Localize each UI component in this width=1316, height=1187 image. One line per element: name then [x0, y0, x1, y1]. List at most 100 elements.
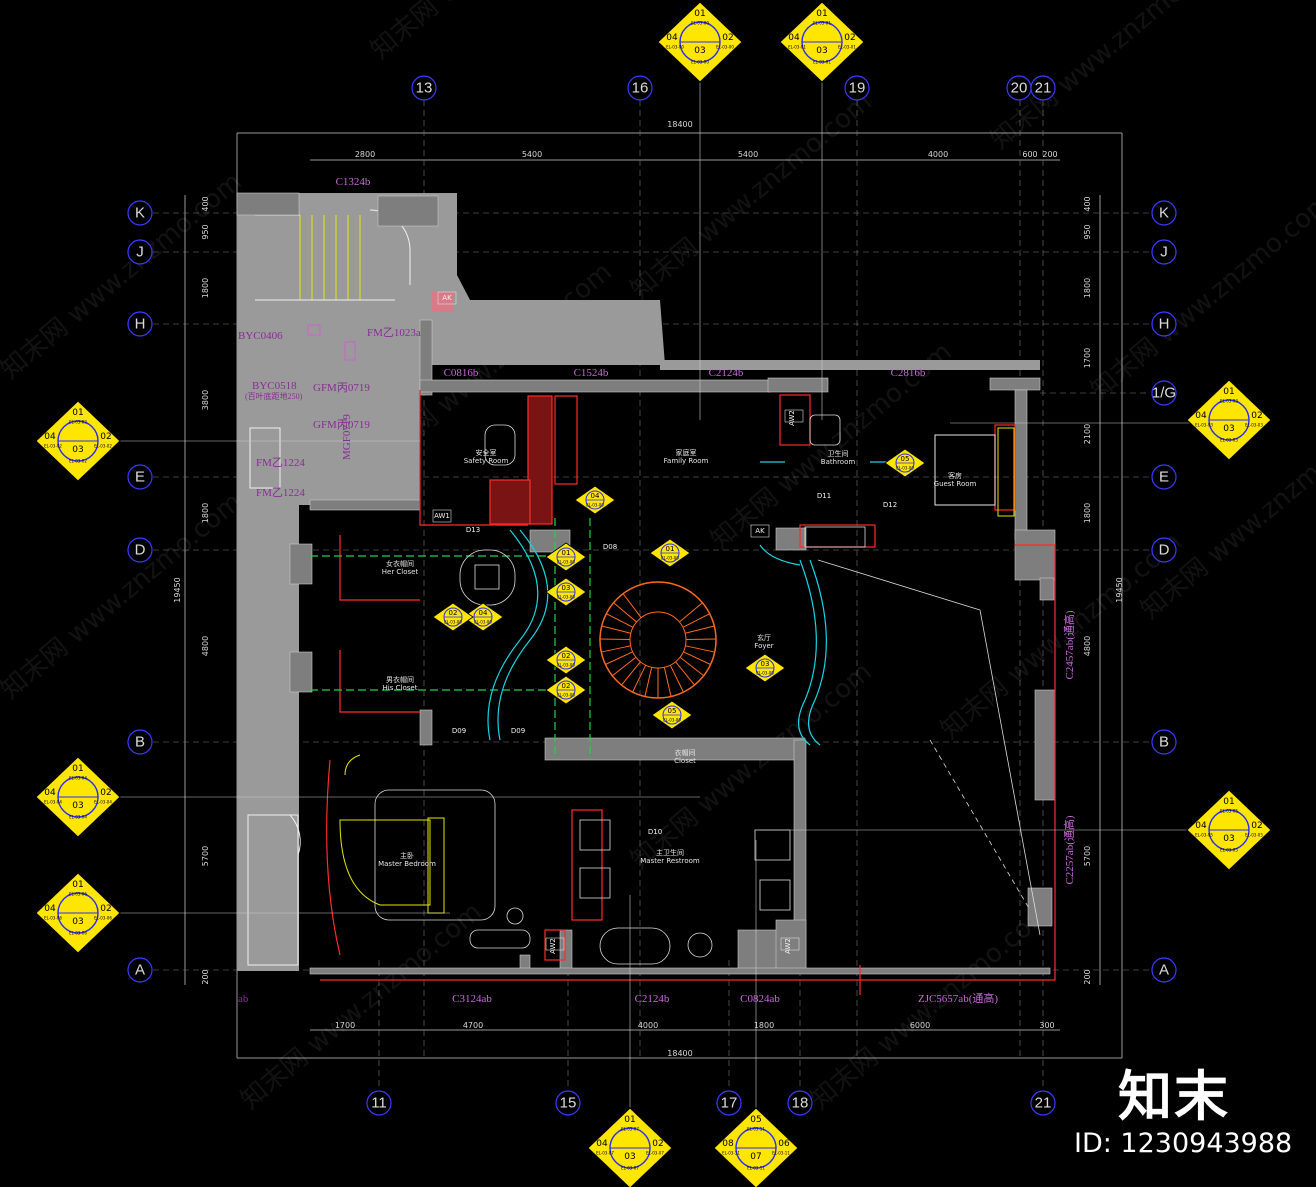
marker-num-left: 04: [596, 1139, 608, 1149]
inner-marker-code: EL-03-00: [586, 503, 604, 508]
dim-right: 2100: [1083, 424, 1092, 444]
dim-left: 5700: [201, 846, 210, 866]
marker-num-left: 04: [44, 432, 56, 442]
dim-top: 2800: [355, 150, 375, 159]
marker-code-left: EL-03-01: [788, 45, 806, 50]
dim-right: 400: [1083, 196, 1092, 211]
axis-right-1-G-label: 1/G: [1152, 385, 1176, 402]
dim-right-total: 19450: [1115, 577, 1124, 602]
axis-left-J-label: J: [136, 244, 144, 261]
axis-top-19: 19: [844, 75, 870, 101]
dim-bottom: 1800: [754, 1021, 774, 1030]
dim-top: 4000: [928, 150, 948, 159]
core-label-l3: (百叶底距地250): [245, 391, 303, 401]
axis-bottom-17: 17: [716, 1090, 742, 1116]
inner-marker-num: 05: [668, 707, 677, 715]
marker-code-left: EL-03-02: [44, 444, 62, 449]
dim-bottom: 6000: [910, 1021, 930, 1030]
dim-bottom: 4000: [638, 1021, 658, 1030]
marker-code-top: EL-03-00: [691, 21, 709, 26]
watermark-text: 知末网 www.znzmo.com: [365, 0, 617, 65]
marker-code-bottom: EL-03-07: [621, 1166, 639, 1171]
axis-right-E: E: [1151, 464, 1177, 490]
marker-code-left: EL-03-05: [1195, 833, 1213, 838]
marker-code-right: EL-03-03: [1245, 423, 1263, 428]
marker-num-left: 04: [1195, 411, 1207, 421]
equip-tag-ak2: AK: [442, 294, 452, 302]
room-bath-en: Bathroom: [821, 458, 856, 466]
room-closet-cn: 衣帽间: [675, 748, 696, 757]
marker-num-bottom: 03: [694, 46, 705, 56]
marker-num-top: 01: [72, 764, 83, 774]
image-id-label: ID: 1230943988: [1074, 1128, 1293, 1159]
marker-num-bottom: 03: [624, 1152, 635, 1162]
room-family-en: Family Room: [664, 457, 709, 465]
inner-marker-code: EL-03-00: [474, 620, 492, 625]
green-section-lines: [310, 518, 591, 760]
axis-left-D-label: D: [135, 542, 146, 559]
watermark-text: 知末网 www.znzmo.com: [625, 87, 877, 306]
marker-num-bottom: 03: [72, 801, 83, 811]
marker-code-top: EL-03-02: [69, 420, 87, 425]
room-master_rest-cn: 主卫生间: [656, 848, 684, 857]
dim-top: 5400: [522, 150, 542, 159]
room-master_bed-en: Master Bedroom: [378, 860, 436, 868]
marker-num-left: 04: [1195, 821, 1207, 831]
inner-marker-code: EL-03-00: [557, 663, 575, 668]
marker-code-right: EL-03-00: [716, 45, 734, 50]
axis-right-D-label: D: [1159, 542, 1170, 559]
core-label-l9: MGF0719: [341, 414, 353, 460]
axis-top-21: 21: [1030, 75, 1056, 101]
marker-num-bottom: 03: [72, 917, 83, 927]
axis-left-J: J: [127, 239, 153, 265]
inner-marker-num: 03: [562, 584, 571, 592]
dim-top: 5400: [738, 150, 758, 159]
axis-bottom-18: 18: [787, 1090, 813, 1116]
axis-left-E-label: E: [135, 469, 145, 486]
axis-top-21-label: 21: [1035, 80, 1052, 97]
axis-bottom-11-label: 11: [371, 1095, 387, 1112]
spiral-staircase: [599, 581, 717, 699]
inner-marker-num: 01: [562, 549, 571, 557]
axis-bottom-17-label: 17: [721, 1095, 738, 1112]
inner-marker-code: EL-03-00: [557, 693, 575, 698]
marker-num-left: 04: [788, 33, 800, 43]
dim-left: 4800: [201, 636, 210, 656]
inner-marker-code: EL-03-00: [661, 556, 679, 561]
core-label-l7: FM乙1224: [256, 456, 305, 469]
door-tag-d7: D10: [648, 828, 662, 836]
window-label-w1: C1324b: [336, 176, 371, 188]
dim-left: 200: [201, 969, 210, 984]
dim-right: 1700: [1083, 348, 1092, 368]
marker-num-bottom: 03: [1223, 834, 1234, 844]
axis-right-A: A: [1151, 957, 1177, 983]
inner-elevation-markers: 04EL-03-0005EL-03-0001EL-03-0003EL-03-00…: [432, 448, 926, 730]
marker-num-top: 05: [750, 1115, 761, 1125]
core-area: [237, 193, 1040, 971]
window-label-w6: C3124ab: [452, 993, 492, 1005]
dim-left: 1800: [201, 278, 210, 298]
watermark-text: 知末网 www.znzmo.com: [0, 487, 248, 706]
dim-top: 200: [1042, 150, 1057, 159]
room-his-en: His Closet: [383, 684, 418, 692]
watermark-text: 知末网 www.znzmo.com: [0, 167, 248, 386]
axis-right-J: J: [1151, 239, 1177, 265]
window-label-w7: C2124b: [635, 993, 670, 1005]
dim-top-total: 18400: [667, 120, 692, 129]
equip-tag-aw3: AW2: [549, 938, 557, 954]
core-label-l8: FM乙1224: [256, 486, 305, 499]
elevation-markers: 01020304EL-03-00EL-03-00EL-03-00EL-03-00…: [35, 1, 1272, 1187]
inner-marker-num: 04: [479, 609, 488, 617]
marker-code-left: EL-03-06: [44, 916, 62, 921]
